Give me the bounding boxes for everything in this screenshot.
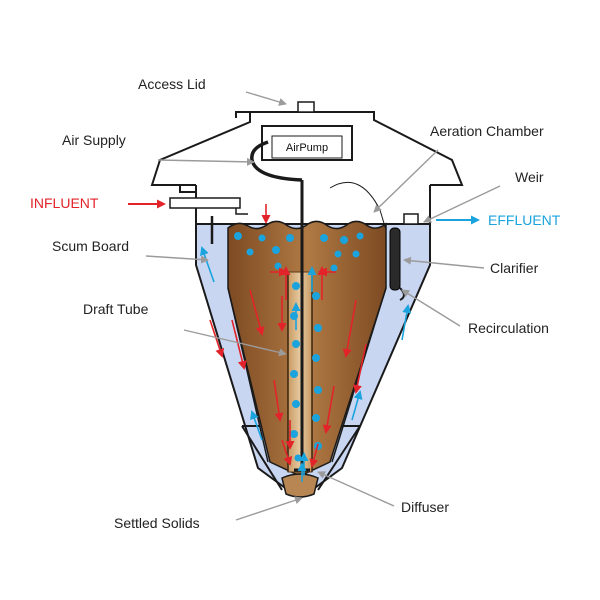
- bubble: [314, 324, 322, 332]
- bubble: [292, 340, 300, 348]
- leader-clarifier: [403, 256, 485, 269]
- roof-left: [150, 111, 251, 186]
- air-pump-label: AirPump: [286, 142, 328, 154]
- flow-arrow-red: [309, 443, 319, 468]
- bubble: [320, 234, 328, 242]
- bubble: [272, 246, 280, 254]
- bubble: [292, 282, 300, 290]
- leader-diffuser: [317, 471, 395, 507]
- label-draft-tube: Draft Tube: [83, 301, 149, 317]
- flow-arrow-blue: [250, 410, 263, 441]
- leader-lines: [145, 91, 501, 521]
- clarifier-tube: [389, 227, 401, 291]
- air-bubbles: [234, 232, 364, 462]
- bubble: [246, 248, 254, 256]
- label-weir: Weir: [515, 169, 544, 185]
- label-influent: INFLUENT: [30, 195, 99, 211]
- inner-wall-left: [227, 287, 269, 463]
- bottom-skirt-left: [241, 425, 283, 491]
- bubble: [352, 250, 360, 258]
- housing-inner-left: [179, 185, 196, 193]
- leader-recirculation: [401, 289, 461, 327]
- bubble: [292, 400, 300, 408]
- flow-arrow-blue: [200, 246, 215, 283]
- leader-access-lid: [245, 91, 287, 106]
- leader-settled-solids: [235, 496, 303, 521]
- leader-aeration-chamber: [373, 149, 439, 213]
- label-effluent: EFFLUENT: [488, 212, 561, 228]
- flow-arrows-blue: [200, 246, 412, 482]
- settled-solids: [281, 473, 319, 498]
- flow-arrows-red: [209, 204, 367, 468]
- leader-weir: [423, 185, 501, 223]
- bubble: [356, 232, 364, 240]
- bottom-skirt-right: [317, 425, 361, 491]
- bubble: [286, 234, 294, 242]
- bubble: [340, 236, 348, 244]
- leader-scum-board: [145, 255, 209, 264]
- bubble: [290, 370, 298, 378]
- flow-arrow-red: [281, 439, 293, 466]
- air-pump-label-box: [271, 135, 343, 159]
- leader-air-supply: [157, 157, 255, 166]
- roof-right: [360, 111, 464, 186]
- weir: [403, 213, 419, 225]
- label-settled-solids: Settled Solids: [114, 515, 200, 531]
- flow-arrow-blue: [401, 304, 412, 341]
- bubble: [290, 430, 298, 438]
- label-access-lid: Access Lid: [138, 76, 206, 92]
- flow-arrow-red: [231, 319, 247, 370]
- influent-pipe: [169, 197, 241, 209]
- bubble: [312, 414, 320, 422]
- bubble: [334, 250, 342, 258]
- flow-arrow-red: [249, 289, 265, 336]
- bubble: [312, 354, 320, 362]
- flow-arrow-red: [273, 379, 284, 422]
- flow-arrow-red: [322, 385, 335, 434]
- influent-drop: [235, 208, 248, 215]
- bubble: [294, 454, 302, 462]
- bubble: [314, 386, 322, 394]
- label-recirculation: Recirculation: [468, 320, 549, 336]
- leader-draft-tube: [183, 329, 287, 357]
- access-lid-knob: [297, 101, 315, 113]
- label-clarifier: Clarifier: [490, 260, 539, 276]
- label-aeration-chamber: Aeration Chamber: [430, 123, 544, 139]
- flow-arrow-blue: [351, 390, 363, 421]
- bubble: [234, 232, 242, 240]
- flow-arrow-red: [342, 299, 357, 358]
- label-diffuser: Diffuser: [401, 499, 449, 515]
- flow-arrow-red: [353, 343, 367, 394]
- bubble: [330, 264, 338, 272]
- label-air-supply: Air Supply: [62, 132, 126, 148]
- label-scum-board: Scum Board: [52, 238, 129, 254]
- bubble: [258, 234, 266, 242]
- bubble: [312, 292, 320, 300]
- bubble: [274, 262, 282, 270]
